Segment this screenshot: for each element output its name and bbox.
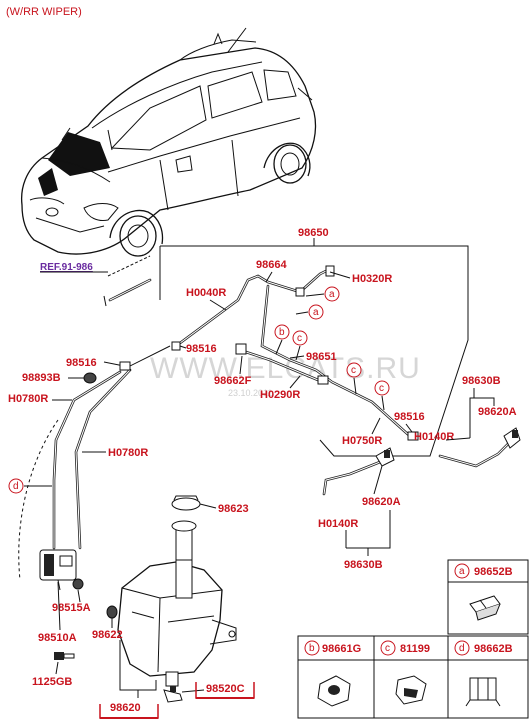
callout-c-1 — [292, 330, 308, 346]
label-H0040R: H0040R — [186, 287, 226, 299]
svg-text:c: c — [297, 333, 302, 344]
label-98622: 98622 — [92, 629, 123, 641]
label-H0140R-a: H0140R — [414, 431, 454, 443]
svg-text:a: a — [329, 289, 335, 300]
front-nozzle — [375, 447, 395, 467]
label-H0750R: H0750R — [342, 435, 382, 447]
svg-text:c: c — [385, 643, 390, 654]
label-98520C: 98520C — [206, 683, 245, 695]
label-H0780R-a: H0780R — [8, 393, 48, 405]
car-illustration — [20, 27, 317, 257]
label-98620A-a: 98620A — [478, 406, 517, 418]
legend-table: a 98652B b 98661G c 81199 d 98662B — [297, 559, 529, 719]
reservoir-cap — [171, 495, 201, 511]
label-98515A: 98515A — [52, 602, 91, 614]
svg-text:c: c — [379, 383, 384, 394]
label-98893B: 98893B — [22, 372, 61, 384]
clip-98662B-icon — [465, 677, 501, 707]
washer-pump — [39, 549, 77, 591]
clip-98652B-icon — [469, 595, 501, 621]
bolt-1125GB — [54, 652, 75, 660]
label-1125GB: 1125GB — [32, 676, 72, 688]
label-98662F: 98662F — [214, 375, 252, 387]
label-98651: 98651 — [306, 351, 337, 363]
watermark-date: 23.10.2011 — [228, 388, 272, 398]
legend-part-a: 98652B — [474, 566, 513, 578]
label-H0320R: H0320R — [352, 273, 392, 285]
label-98516-a: 98516 — [186, 343, 217, 355]
svg-text:b: b — [279, 327, 285, 338]
label-H0290R: H0290R — [260, 389, 300, 401]
legend-part-b: 98661G — [322, 643, 361, 655]
callout-b — [274, 324, 290, 340]
label-98620A-b: 98620A — [362, 496, 401, 508]
svg-text:a: a — [313, 307, 319, 318]
label-98623: 98623 — [218, 503, 249, 515]
label-98620: 98620 — [110, 702, 141, 714]
label-H0140R-b: H0140R — [318, 518, 358, 530]
clip-81199-icon — [395, 675, 427, 705]
label-98516-b: 98516 — [66, 357, 97, 369]
callout-c-2 — [346, 362, 362, 378]
svg-text:d: d — [13, 481, 19, 492]
diagram-title: (W/RR WIPER) — [6, 6, 82, 18]
svg-text:a: a — [459, 566, 465, 577]
callout-d — [8, 478, 24, 494]
label-98516-c: 98516 — [394, 411, 425, 423]
washer-reservoir — [117, 520, 237, 703]
rear-nozzle — [503, 427, 521, 449]
legend-part-d: 98662B — [474, 643, 513, 655]
clip-98661G-icon — [317, 675, 351, 707]
callout-c-3 — [374, 380, 390, 396]
svg-text:c: c — [351, 365, 356, 376]
label-98650: 98650 — [298, 227, 329, 239]
label-98664: 98664 — [256, 259, 287, 271]
hose-assembly-box — [159, 238, 469, 457]
callout-a-1 — [324, 286, 340, 302]
label-H0780R-b: H0780R — [108, 447, 148, 459]
grommet-98515A — [72, 578, 84, 590]
svg-text:d: d — [459, 643, 465, 654]
svg-text:b: b — [309, 643, 315, 654]
upper-hose — [171, 265, 419, 441]
label-98630B-a: 98630B — [462, 375, 501, 387]
callout-a-2 — [308, 304, 324, 320]
ref-label[interactable]: REF.91-986 — [40, 262, 93, 273]
label-98510A: 98510A — [38, 632, 77, 644]
label-98630B-b: 98630B — [344, 559, 383, 571]
legend-part-c: 81199 — [400, 643, 430, 655]
